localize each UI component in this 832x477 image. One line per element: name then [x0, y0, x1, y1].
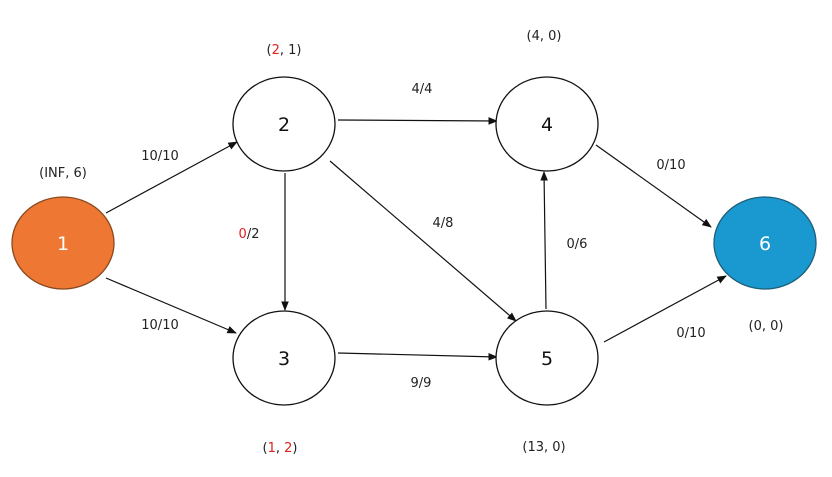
edge-4-6: [595, 144, 712, 228]
node-5: [495, 310, 599, 406]
node-4: [495, 76, 599, 172]
edge-5-4: [540, 171, 548, 310]
edge-1-3: [105, 277, 237, 334]
node-6: [713, 196, 817, 290]
nodes-layer: 1 2 3 4 5 6: [11, 76, 817, 406]
edge-label-2-5: 4/8: [433, 216, 454, 231]
node-annotation-5: (13, 0): [522, 440, 565, 455]
node-2: [232, 76, 336, 172]
node-label-5: 5: [541, 348, 553, 370]
node-annotation-4: (4, 0): [527, 29, 562, 44]
node-annotation-2: (2, 1): [267, 43, 302, 58]
node-label-2: 2: [278, 114, 290, 136]
node-annotation-3: (1, 2): [263, 441, 298, 456]
node-annotation-6: (0, 0): [749, 319, 784, 334]
node-1: [11, 196, 115, 290]
edge-3-5: [337, 352, 498, 361]
labels-layer: 10/10 10/10 4/4 0/2 4/8 9/9 0/6 0/10 0/10 (INF, 6…: [39, 29, 783, 456]
node-label-4: 4: [541, 114, 553, 136]
edge-2-5: [329, 160, 517, 322]
edge-5-6: [603, 275, 727, 343]
edge-label-1-3: 10/10: [141, 318, 178, 333]
edge-1-2: [105, 141, 238, 214]
edge-label-1-2: 10/10: [141, 149, 178, 164]
edge-2-4: [337, 117, 498, 125]
edges-layer: [105, 117, 727, 361]
node-label-1: 1: [57, 233, 69, 255]
edge-label-2-3: 0/2: [239, 227, 260, 242]
node-3: [232, 310, 336, 406]
node-annotation-1: (INF, 6): [39, 166, 87, 181]
edge-label-2-4: 4/4: [412, 82, 433, 97]
edge-label-4-6: 0/10: [656, 158, 685, 173]
edge-label-5-4: 0/6: [567, 237, 588, 252]
edge-label-3-5: 9/9: [411, 376, 432, 391]
node-label-3: 3: [278, 348, 290, 370]
node-label-6: 6: [759, 233, 771, 255]
edge-label-5-6: 0/10: [676, 326, 705, 341]
